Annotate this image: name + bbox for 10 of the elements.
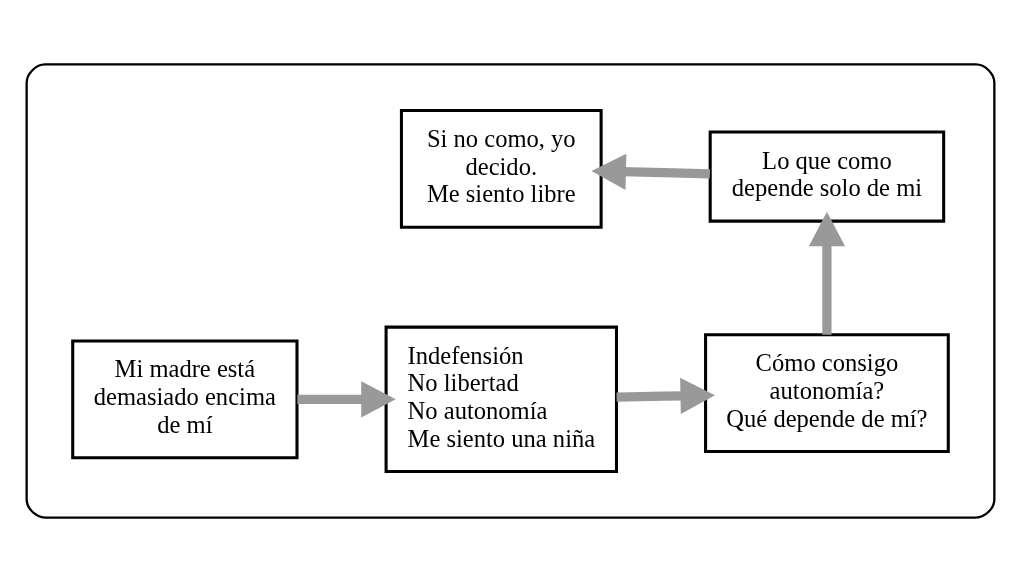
arrow	[808, 211, 846, 335]
node-box: Mi madre está demasiado encima de mí	[71, 339, 299, 460]
cluster	[25, 63, 996, 519]
node-box: Cómo consigo autonomía? Qué depende de mí?	[704, 333, 950, 454]
node-box: Lo que como depende solo de mi	[708, 130, 946, 223]
node-box: Indefensión No libertad No autonomía Me siento una niña	[384, 325, 619, 474]
arrow	[297, 381, 396, 418]
node-box: Si no como, yo decido. Me siento libre	[399, 108, 603, 229]
arrow	[616, 377, 715, 414]
arrow	[591, 153, 710, 190]
